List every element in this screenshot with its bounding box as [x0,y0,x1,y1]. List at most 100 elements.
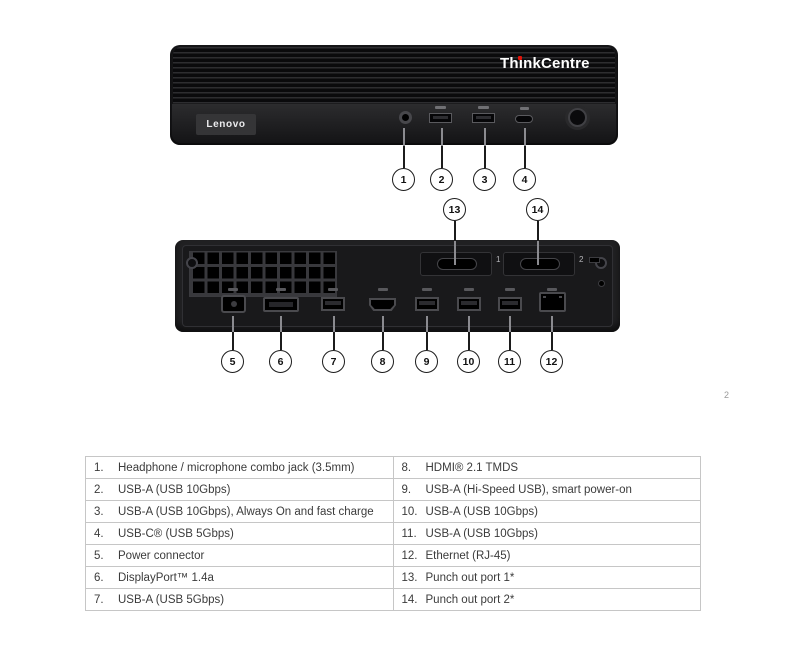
front-view-device: Lenovo ThinkCentre [170,45,618,145]
legend-row: 1.Headphone / microphone combo jack (3.5… [85,456,701,479]
legend-cell: 6.DisplayPort™ 1.4a [85,566,394,589]
item-description: HDMI® 2.1 TMDS [425,461,519,474]
usb-icon [435,106,446,109]
leader-line [551,316,553,332]
item-description: Punch out port 2* [425,593,515,606]
leader-line [524,128,526,146]
usb-icon [505,288,515,291]
leader-line [426,316,428,332]
legend-cell: 9.USB-A (Hi-Speed USB), smart power-on [392,478,701,501]
leader-line [537,221,539,241]
callout-14: 14 [526,198,549,221]
callout-10: 10 [457,350,480,373]
usb-a-port [472,113,495,123]
legend-cell: 5. Power connector [85,544,394,567]
leader-line [509,332,511,350]
item-number: 12. [401,549,418,562]
punch-out-port-2 [503,252,575,276]
legend-row: 7. USB-A (USB 5Gbps) 14. Punch out port 2* [85,588,701,611]
callout-6: 6 [269,350,292,373]
callout-3: 3 [473,168,496,191]
legend-cell: 12. Ethernet (RJ-45) [392,544,701,567]
leader-line [403,128,405,146]
hdmi-icon [378,288,388,291]
legend-cell: 2.USB-A (USB 10Gbps) [85,478,394,501]
item-number: 2. [94,483,104,496]
antenna-hole [598,280,605,287]
usb-a-port [321,297,345,311]
punch-port-label-1: 1 [496,255,501,264]
logo-red-dot-icon [518,56,522,60]
hdmi-port-inner [371,300,394,309]
legend-table: 1.Headphone / microphone combo jack (3.5… [85,456,701,611]
leader-line [524,146,526,168]
leader-line [441,128,443,146]
usb-icon [328,288,338,291]
item-number: 13. [401,571,418,584]
power-connector-port [221,295,246,313]
security-lock-slot [589,257,600,263]
legend-cell: 10.USB-A (USB 10Gbps) [392,500,701,523]
leader-line [333,316,335,332]
usb-a-port [415,297,439,311]
item-number: 1. [94,461,104,474]
usb-a-port [498,297,522,311]
item-description: Ethernet (RJ-45) [425,549,511,562]
leader-line [468,332,470,350]
item-number: 4. [94,527,104,540]
displayport-icon [276,288,286,291]
item-number: 11. [401,527,417,540]
leader-line [232,332,234,350]
power-button [568,108,587,127]
displayport-port [263,297,299,312]
legend-cell: 14. Punch out port 2* [392,588,701,611]
legend-cell: 11. USB-A (USB 10Gbps) [392,522,701,545]
legend-row: 6.DisplayPort™ 1.4a 13.Punch out port 1* [85,566,701,589]
item-number: 8. [401,461,412,474]
legend-cell: 13.Punch out port 1* [392,566,701,589]
item-number: 14. [401,593,418,606]
legend-cell: 3.USB-A (USB 10Gbps), Always On and fast… [85,500,394,523]
callout-1: 1 [392,168,415,191]
thumb-screw [186,257,198,269]
callout-5: 5 [221,350,244,373]
thinkcentre-logo: ThinkCentre [500,55,590,72]
leader-line [468,316,470,332]
item-number: 7. [94,593,104,606]
thinkcentre-logo-text: ThinkCentre [500,55,590,72]
ventilation-grille [189,251,337,297]
callout-2: 2 [430,168,453,191]
item-description: USB-A (USB 10Gbps), Always On and fast c… [118,505,374,518]
ethernet-icon [547,288,557,291]
leader-line [232,316,234,332]
leader-line [484,146,486,168]
hdmi-port [369,298,396,311]
callout-13: 13 [443,198,466,221]
leader-line [382,316,384,332]
leader-line [280,332,282,350]
item-number: 6. [94,571,104,584]
leader-line [382,332,384,350]
item-description: Power connector [118,549,205,562]
lenovo-logo: Lenovo [196,114,256,135]
legend-cell: 1.Headphone / microphone combo jack (3.5… [85,456,394,479]
callout-4: 4 [513,168,536,191]
punch-out-hole [520,258,560,270]
usb-a-port [429,113,452,123]
usb-c-port [515,115,533,123]
leader-line [551,332,553,350]
usb-c-icon [520,107,529,110]
item-number: 5. [94,549,104,562]
leader-line [454,221,456,241]
legend-row: 2.USB-A (USB 10Gbps) 9.USB-A (Hi-Speed U… [85,478,701,501]
callout-7: 7 [322,350,345,373]
item-description: USB-A (USB 5Gbps) [118,593,225,606]
lenovo-logo-text: Lenovo [206,119,246,130]
item-description: USB-A (USB 10Gbps) [425,527,538,540]
leader-line [537,241,539,265]
leader-line [426,332,428,350]
legend-row: 4.USB-C® (USB 5Gbps) 11.USB-A (USB 10Gbp… [85,522,701,545]
page-number: 2 [724,390,730,400]
callout-11: 11 [498,350,521,373]
